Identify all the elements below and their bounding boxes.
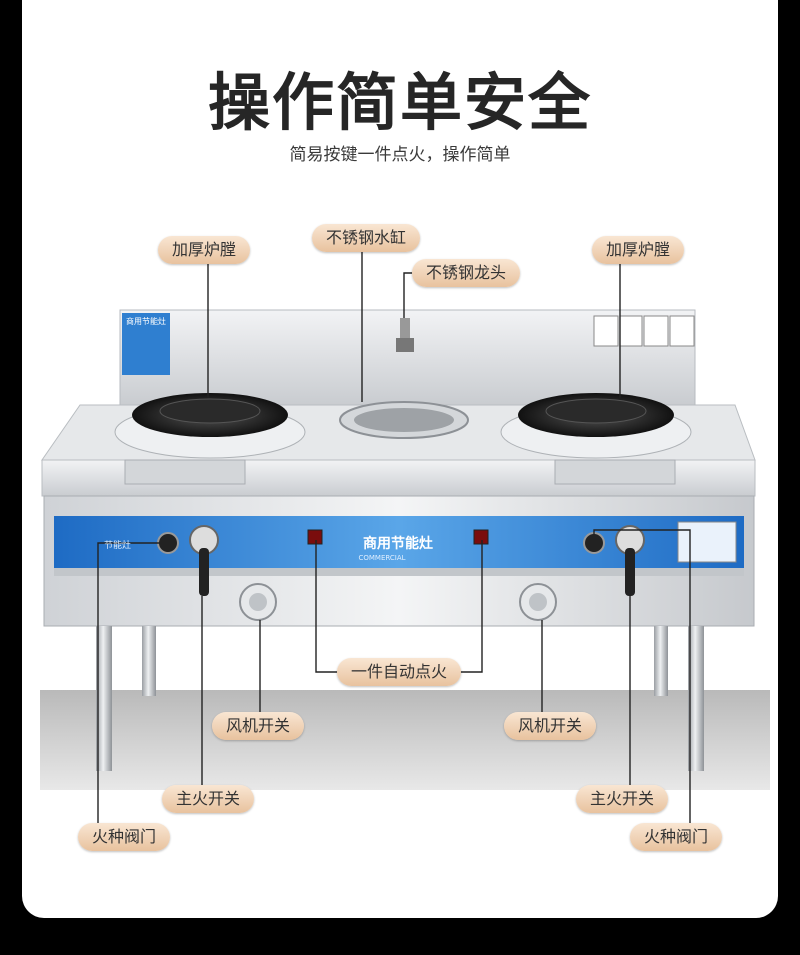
leader-lines bbox=[97, 250, 691, 823]
label-thick-chamber-right: 加厚炉膛 bbox=[591, 236, 685, 264]
label-auto-ignition: 一件自动点火 bbox=[336, 658, 462, 686]
ignition-button-right bbox=[473, 529, 489, 545]
label-main-fire-switch-left: 主火开关 bbox=[161, 785, 255, 813]
leg-front-left bbox=[96, 626, 112, 771]
certificate-2 bbox=[619, 315, 643, 347]
certificate-4 bbox=[669, 315, 695, 347]
certificate-3 bbox=[643, 315, 669, 347]
label-fan-switch-right: 风机开关 bbox=[503, 712, 597, 740]
label-thick-chamber-left: 加厚炉膛 bbox=[157, 236, 251, 264]
page-title: 操作简单安全 bbox=[207, 66, 592, 139]
label-pilot-valve-left: 火种阀门 bbox=[77, 823, 171, 851]
drip-tray-right bbox=[554, 459, 676, 485]
leg-front-right bbox=[688, 626, 704, 771]
drip-tray-left bbox=[124, 459, 246, 485]
sticker-brand: 商用节能灶 bbox=[126, 316, 166, 326]
main-fire-handle-right bbox=[625, 548, 635, 596]
faucet-body bbox=[400, 318, 410, 340]
ignition-button-left bbox=[307, 529, 323, 545]
brand-sticker bbox=[122, 313, 170, 375]
label-faucet: 不锈钢龙头 bbox=[411, 259, 521, 287]
label-fan-switch-left: 风机开关 bbox=[211, 712, 305, 740]
label-water-tank: 不锈钢水缸 bbox=[311, 224, 421, 252]
floor-shadow bbox=[40, 690, 770, 790]
label-pilot-valve-right: 火种阀门 bbox=[629, 823, 723, 851]
leg-back-right bbox=[654, 626, 668, 696]
certificate-1 bbox=[593, 315, 619, 347]
info-plate bbox=[677, 521, 737, 563]
panel-brand: 商用节能灶 bbox=[363, 535, 433, 552]
panel-brand-sub: COMMERCIAL bbox=[358, 554, 405, 562]
panel-small-text-left: 节能灶 bbox=[104, 539, 131, 551]
page-subtitle: 简易按键一件点火，操作简单 bbox=[289, 145, 511, 165]
leg-back-left bbox=[142, 626, 156, 696]
faucet-spout bbox=[396, 338, 414, 352]
label-main-fire-switch-right: 主火开关 bbox=[575, 785, 669, 813]
main-fire-handle-left bbox=[199, 548, 209, 596]
